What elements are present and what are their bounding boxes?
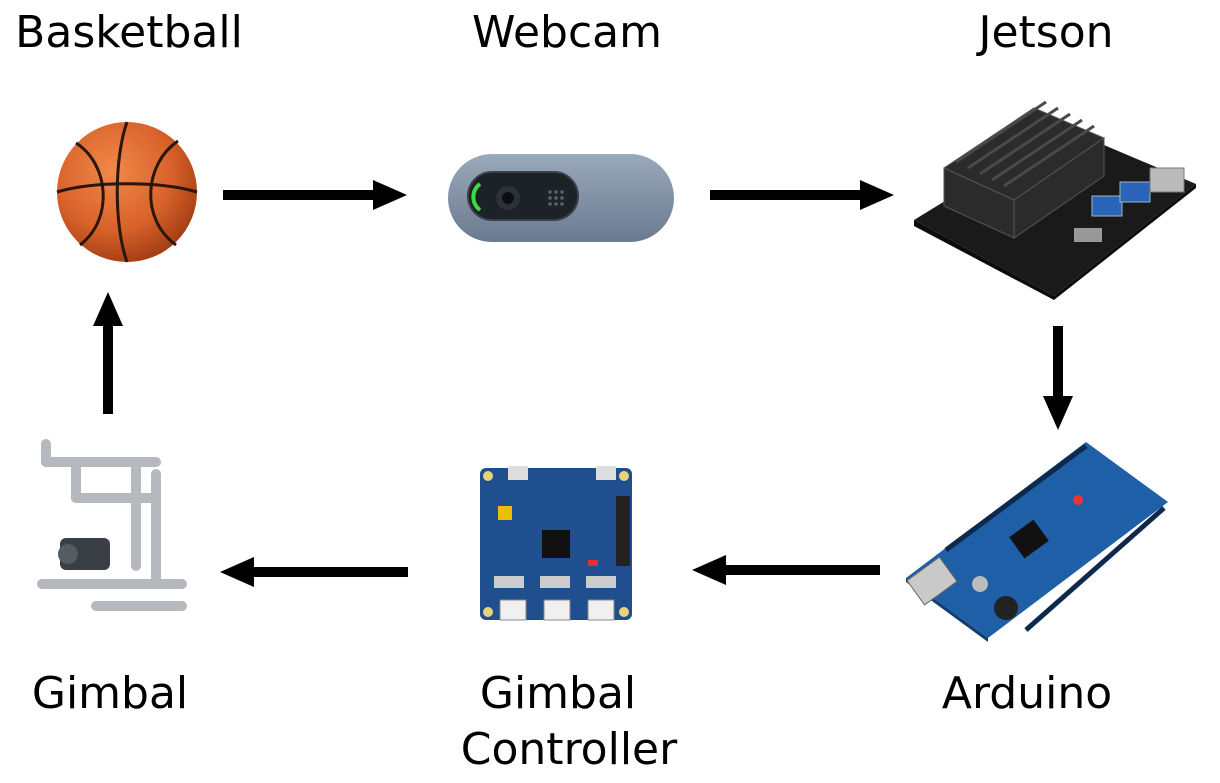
label-gimbal: Gimbal	[31, 668, 189, 719]
label-gimbal-controller-line2: Controller	[460, 724, 678, 775]
arrow-arduino-to-gimbal-controller	[692, 553, 880, 587]
label-webcam: Webcam	[472, 7, 662, 58]
jetson-board-icon	[914, 88, 1196, 300]
gimbal-icon	[36, 434, 188, 624]
webcam-icon	[446, 150, 676, 246]
arrow-gimbal-controller-to-gimbal	[220, 555, 408, 589]
arrow-jetson-to-arduino	[1041, 326, 1075, 430]
arrow-gimbal-to-basketball	[91, 292, 125, 414]
arrow-basketball-to-webcam	[223, 178, 407, 212]
arduino-board-icon	[906, 438, 1168, 642]
label-basketball: Basketball	[15, 7, 243, 58]
basketball-icon	[54, 119, 200, 265]
label-jetson: Jetson	[978, 7, 1114, 58]
arrow-webcam-to-jetson	[710, 178, 894, 212]
label-gimbal-controller-line1: Gimbal	[479, 668, 637, 719]
gimbal-controller-board-icon	[478, 466, 634, 622]
label-arduino: Arduino	[941, 668, 1113, 719]
